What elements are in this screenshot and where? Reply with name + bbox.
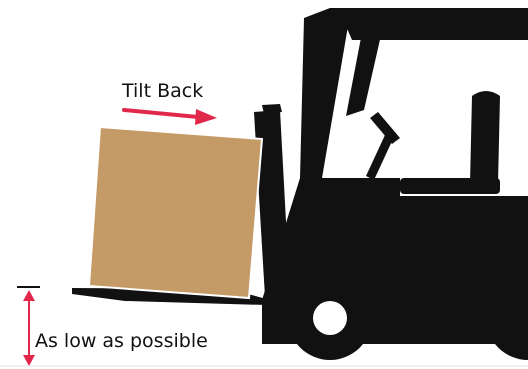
front-wheel-hub [313,301,347,335]
arrow-right-icon [124,109,217,125]
seat-back [470,91,500,184]
tilt-back-label: Tilt Back [121,80,203,102]
steering-column [366,135,393,180]
height-label: As low as possible [35,330,208,352]
load-box [89,127,262,298]
double-arrow-vertical-icon [23,290,35,366]
tilt-back-indicator: Tilt Back [121,80,217,125]
overhead-guard-front-post [300,8,348,178]
seat-cushion [400,178,500,194]
overhead-guard-roof [330,8,528,40]
